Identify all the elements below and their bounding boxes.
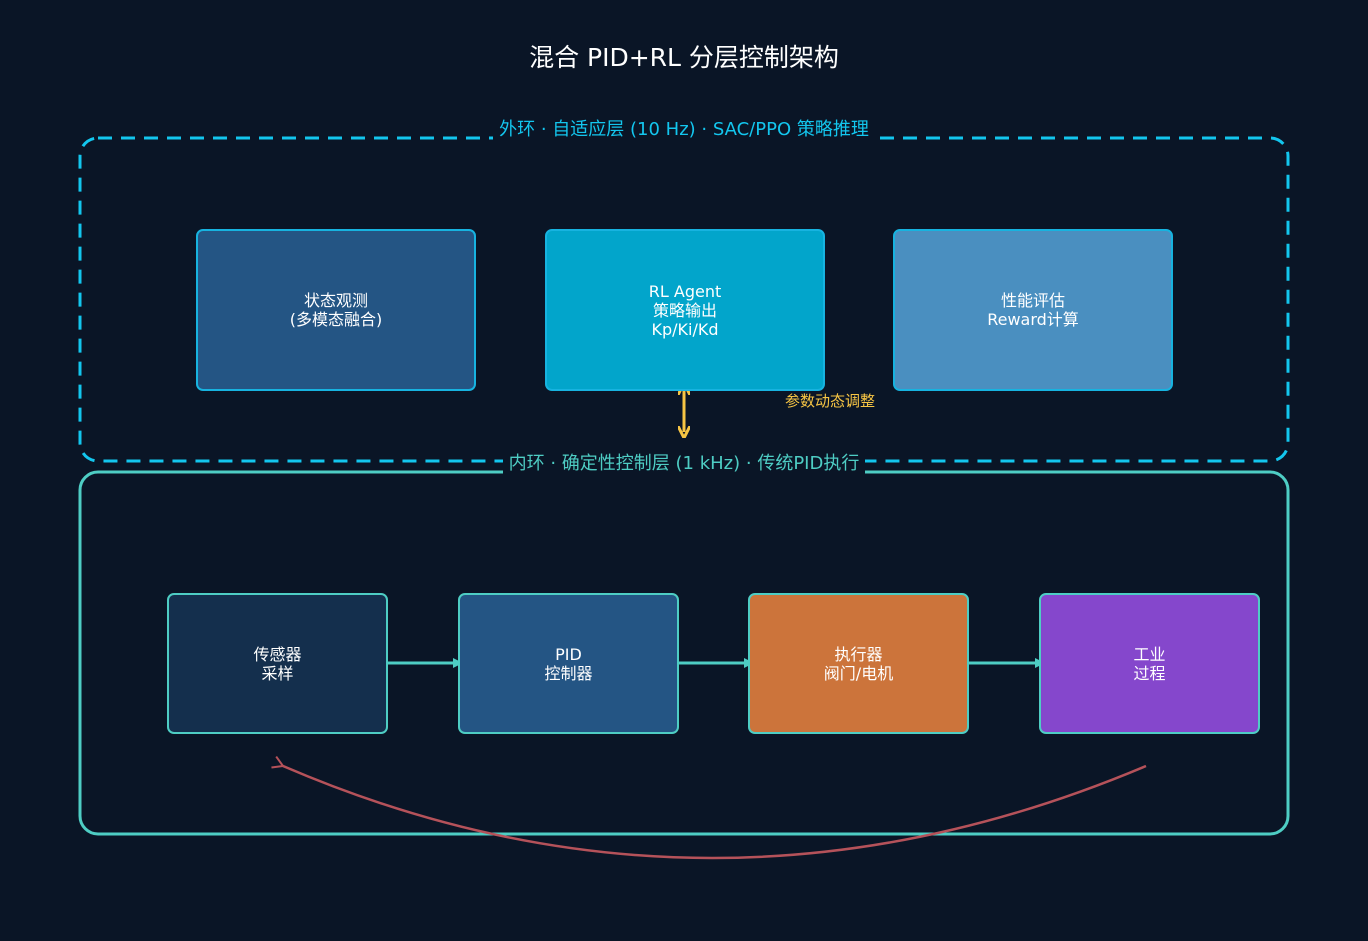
industrial-process-node: 工业 过程: [1039, 593, 1260, 734]
pid-controller-node: PID 控制器: [458, 593, 679, 734]
sensor-node: 传感器 采样: [167, 593, 388, 734]
rl-agent-node: RL Agent 策略输出 Kp/Ki/Kd: [545, 229, 825, 391]
feedback-arrow: [271, 755, 1147, 860]
outer-loop-label: 外环 · 自适应层 (10 Hz) · SAC/PPO 策略推理: [0, 119, 1368, 140]
performance-eval-node: 性能评估 Reward计算: [893, 229, 1173, 391]
actuator-node: 执行器 阀门/电机: [748, 593, 969, 734]
state-observation-node: 状态观测 (多模态融合): [196, 229, 476, 391]
parameter-adjust-label: 参数动态调整: [785, 392, 876, 410]
diagram-title: 混合 PID+RL 分层控制架构: [529, 43, 839, 72]
inner-loop-label: 内环 · 确定性控制层 (1 kHz) · 传统PID执行: [0, 453, 1368, 474]
